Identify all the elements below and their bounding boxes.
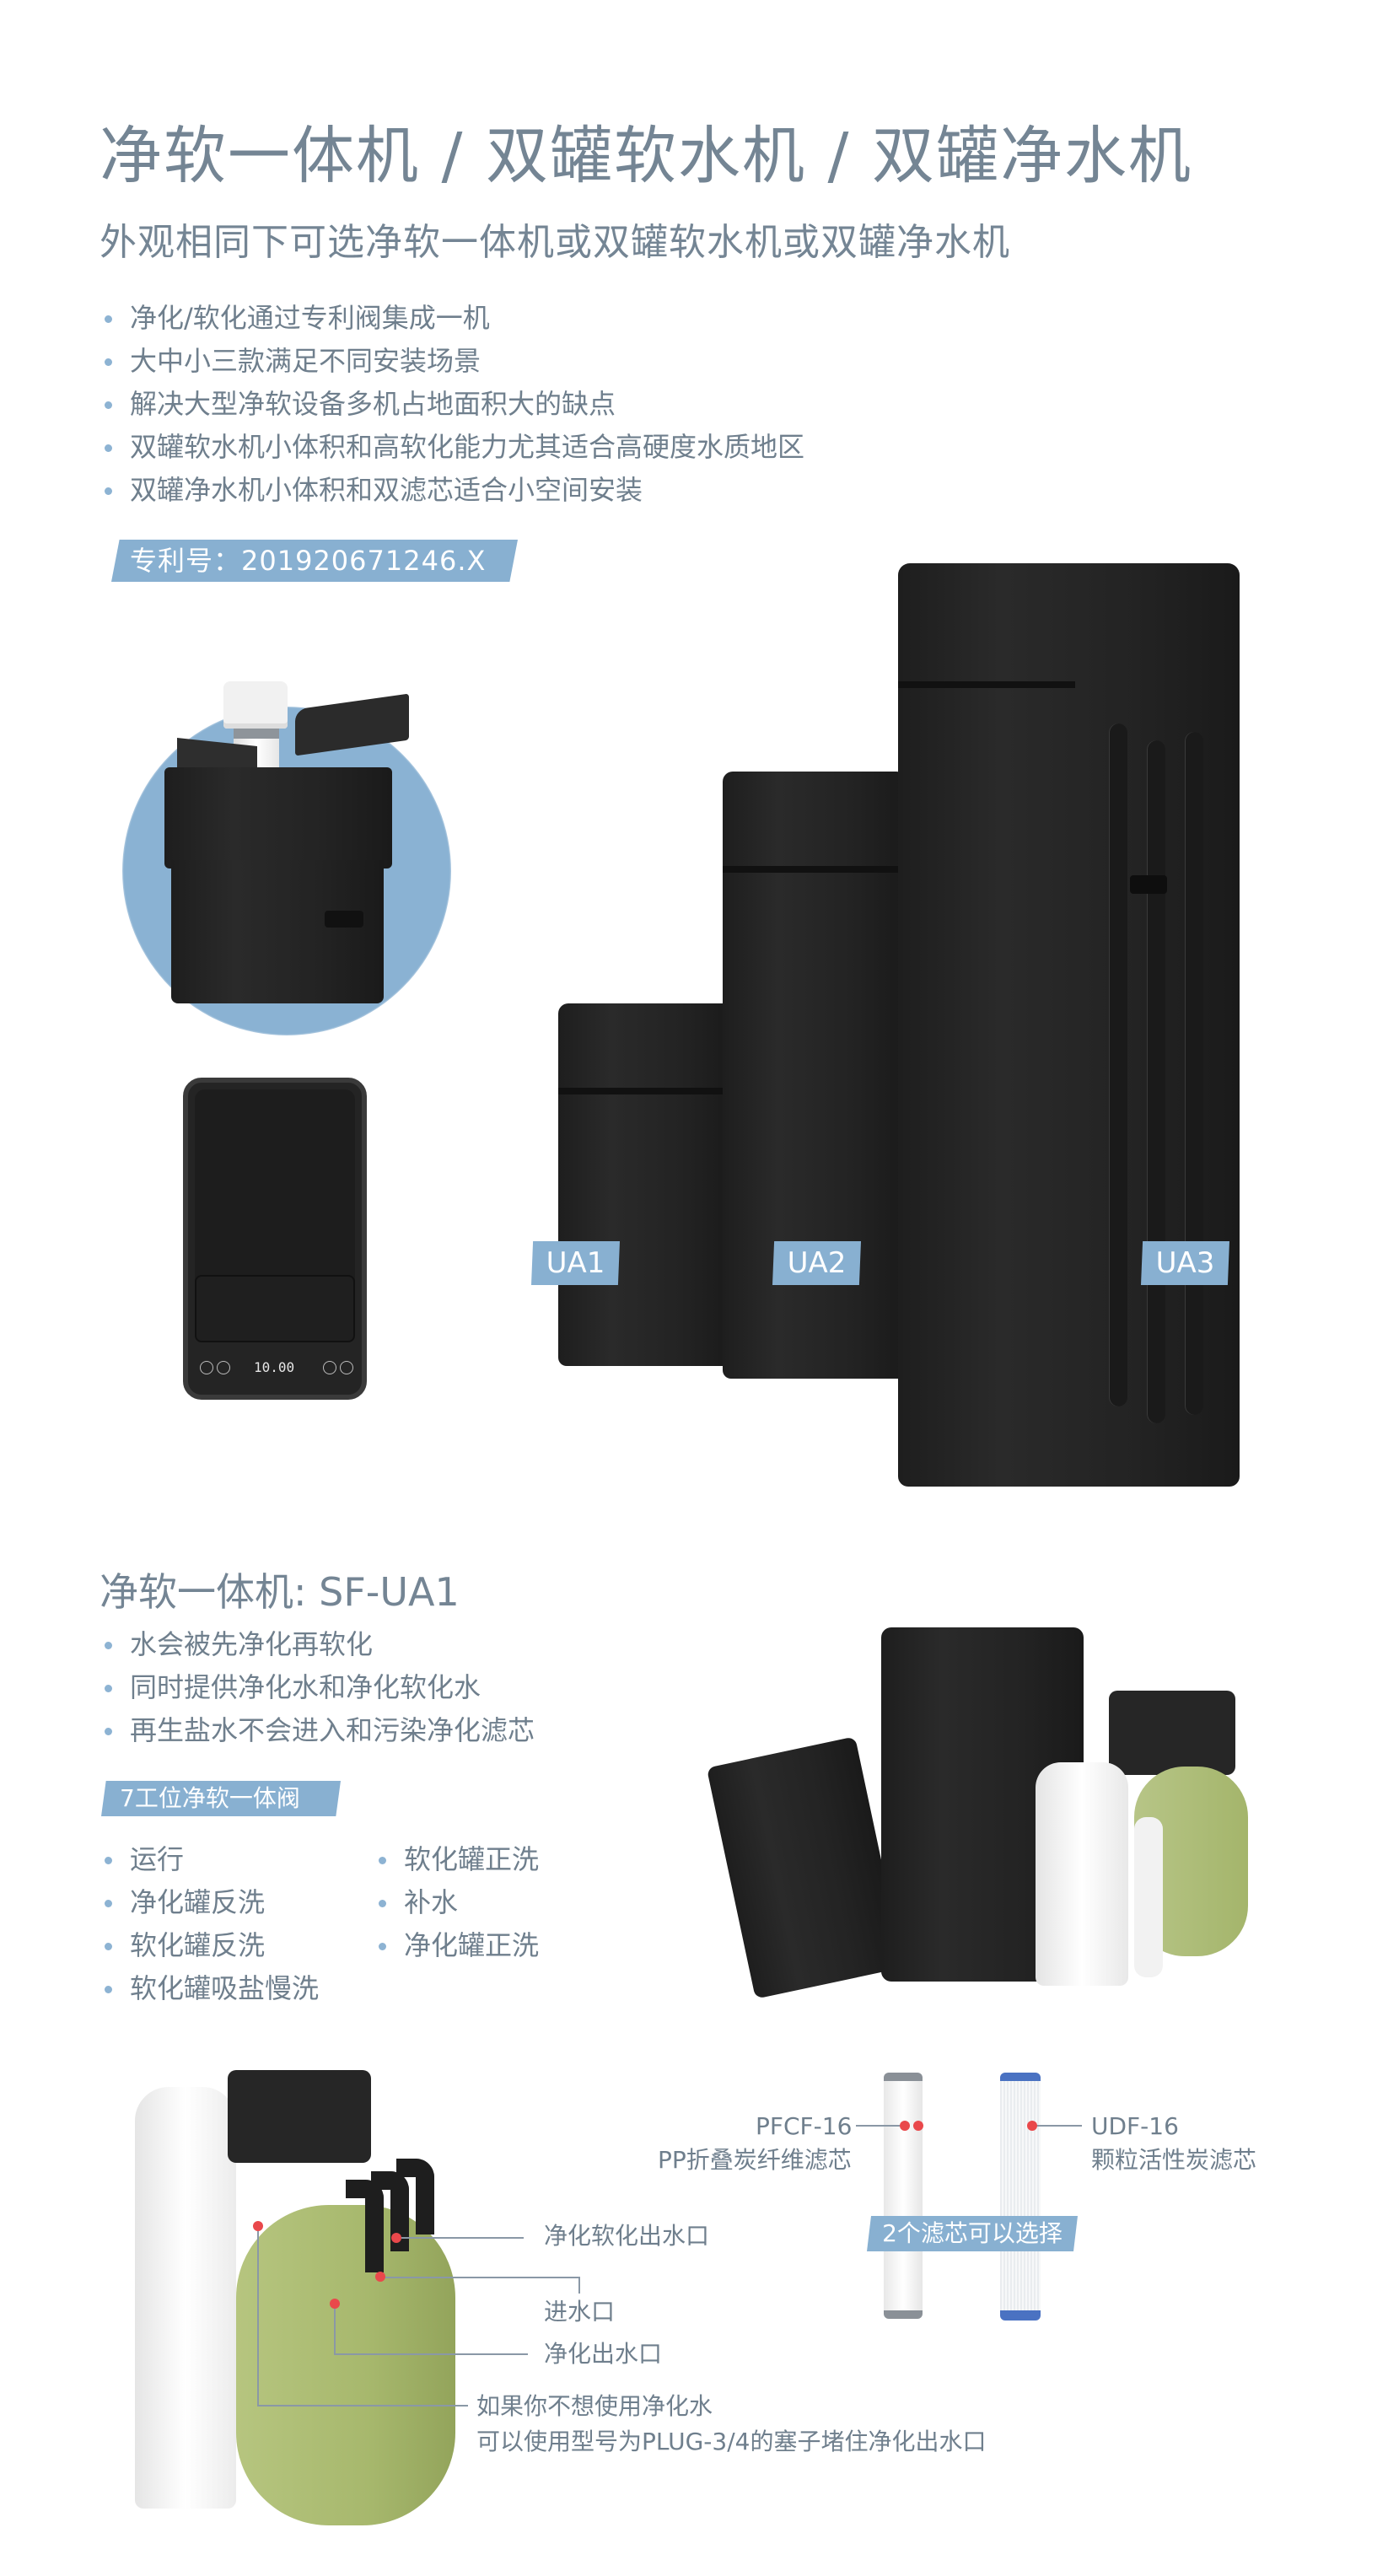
plug-note-line1: 如果你不想使用净化水 — [476, 2392, 713, 2420]
filter-cap — [223, 681, 288, 729]
feature-item: 水会被先净化再软化 — [100, 1623, 535, 1666]
section-feature-list: 水会被先净化再软化 同时提供净化水和净化软化水 再生盐水不会进入和污染净化滤芯 — [100, 1623, 535, 1752]
pure-outlet-leader-h — [334, 2353, 528, 2355]
filter-housing — [1036, 1762, 1128, 1986]
ua3-rib — [1147, 740, 1165, 1423]
mode-item: 净化罐正洗 — [374, 1924, 627, 1967]
soft-outlet-marker — [391, 2233, 401, 2243]
feature-item: 解决大型净软设备多机占地面积大的缺点 — [100, 383, 804, 426]
plug-leader-h — [257, 2405, 468, 2407]
pure-outlet-marker — [330, 2299, 340, 2309]
udf-marker — [913, 2121, 923, 2131]
pfcf-leader — [856, 2125, 900, 2127]
side-port — [325, 911, 363, 928]
patent-badge: 专利号：201920671246.X — [111, 540, 518, 582]
pfcf-filter-image — [884, 2073, 923, 2319]
sf-ua1-exploded-image — [706, 1602, 1282, 1999]
unit-ua1-image — [558, 1003, 734, 1366]
unit-body — [171, 860, 384, 1003]
settings-icon[interactable] — [217, 1361, 230, 1374]
pure-outlet-label: 净化出水口 — [544, 2340, 663, 2368]
mode-item: 补水 — [374, 1881, 627, 1924]
page-title: 净软一体机 / 双罐软水机 / 双罐净水机 — [100, 120, 1192, 192]
page-subtitle: 外观相同下可选净软一体机或双罐软水机或双罐净水机 — [100, 221, 1010, 264]
inlet-leader-v — [578, 2277, 580, 2294]
udf-filter-marker — [1027, 2121, 1037, 2131]
mode-item: 软化罐反洗 — [100, 1924, 374, 1967]
valve-badge: 7工位净软一体阀 — [101, 1781, 341, 1816]
model-label-ua1: UA1 — [531, 1241, 620, 1285]
section-title: 净软一体机: SF-UA1 — [100, 1569, 460, 1615]
soft-outlet-pipe — [396, 2159, 434, 2235]
model-label-ua3: UA3 — [1141, 1241, 1229, 1285]
ua3-side-port — [1130, 875, 1167, 894]
power-icon[interactable] — [200, 1361, 213, 1374]
soft-outlet-label: 净化软化出水口 — [544, 2222, 710, 2250]
unit-ua2-image — [723, 772, 907, 1379]
filter-desc-udf: 颗粒活性炭滤芯 — [1091, 2146, 1257, 2174]
digital-display: 10.00 — [254, 1359, 295, 1375]
ua1-top-band — [558, 1088, 734, 1094]
ua3-top-band — [898, 681, 1075, 688]
regen-icon[interactable] — [323, 1361, 336, 1374]
open-lid-unit-image — [156, 658, 417, 1012]
lid-right — [295, 693, 409, 756]
inlet-label: 进水口 — [544, 2298, 616, 2326]
feature-item: 再生盐水不会进入和污染净化滤芯 — [100, 1709, 535, 1752]
plug-leader-v — [257, 2231, 259, 2406]
unit-top-section — [164, 767, 392, 869]
inlet-marker — [375, 2272, 385, 2282]
inlet-leader-h — [385, 2277, 579, 2278]
model-label-ua2: UA2 — [772, 1241, 861, 1285]
filter-model-udf: UDF-16 — [1091, 2112, 1179, 2140]
unit-ua3-image — [898, 563, 1240, 1487]
feature-list: 净化/软化通过专利阀集成一机 大中小三款满足不同安装场景 解决大型净软设备多机占… — [100, 297, 804, 512]
ua3-rib — [1109, 723, 1127, 1406]
mode-item: 净化罐反洗 — [100, 1881, 374, 1924]
mode-item: 软化罐吸盐慢洗 — [100, 1967, 374, 2010]
feature-item: 同时提供净化水和净化软化水 — [100, 1666, 535, 1709]
top-lid-flap — [195, 1275, 355, 1342]
control-head — [1109, 1691, 1235, 1775]
ua3-rib — [1185, 732, 1203, 1415]
feature-item: 双罐净水机小体积和双滤芯适合小空间安装 — [100, 469, 804, 512]
pure-outlet-leader-v — [334, 2309, 336, 2354]
valve-mode-list: 运行 软化罐正洗 净化罐反洗 补水 软化罐反洗 净化罐正洗 软化罐吸盐慢洗 — [100, 1838, 627, 2010]
mode-item: 运行 — [100, 1838, 374, 1881]
feature-item: 大中小三款满足不同安装场景 — [100, 340, 804, 383]
filter-choice-badge: 2个滤芯可以选择 — [867, 2216, 1078, 2251]
mode-item: 软化罐正洗 — [374, 1838, 627, 1881]
udf-leader-line — [1036, 2125, 1082, 2127]
white-filter-column — [135, 2087, 236, 2509]
bypass-pipe — [1134, 1817, 1163, 1977]
soft-outlet-leader — [401, 2237, 524, 2239]
open-cabinet — [706, 1736, 905, 1999]
confirm-icon[interactable] — [340, 1361, 353, 1374]
valve-diagram-image — [118, 2053, 481, 2525]
ua2-top-band — [723, 866, 907, 873]
plug-marker — [253, 2221, 263, 2231]
udf-filter-image — [1000, 2073, 1041, 2321]
plug-note-line2: 可以使用型号为PLUG-3/4的塞子堵住净化出水口 — [476, 2428, 987, 2455]
filter-model-pfcf: PFCF-16 — [756, 2112, 853, 2140]
feature-item: 净化/软化通过专利阀集成一机 — [100, 297, 804, 340]
valve-head — [228, 2070, 371, 2163]
top-view-unit: 10.00 — [183, 1078, 367, 1400]
feature-item: 双罐软水机小体积和高软化能力尤其适合高硬度水质地区 — [100, 426, 804, 469]
pfcf-marker — [900, 2121, 910, 2131]
filter-desc-pfcf: PP折叠炭纤维滤芯 — [658, 2146, 852, 2174]
